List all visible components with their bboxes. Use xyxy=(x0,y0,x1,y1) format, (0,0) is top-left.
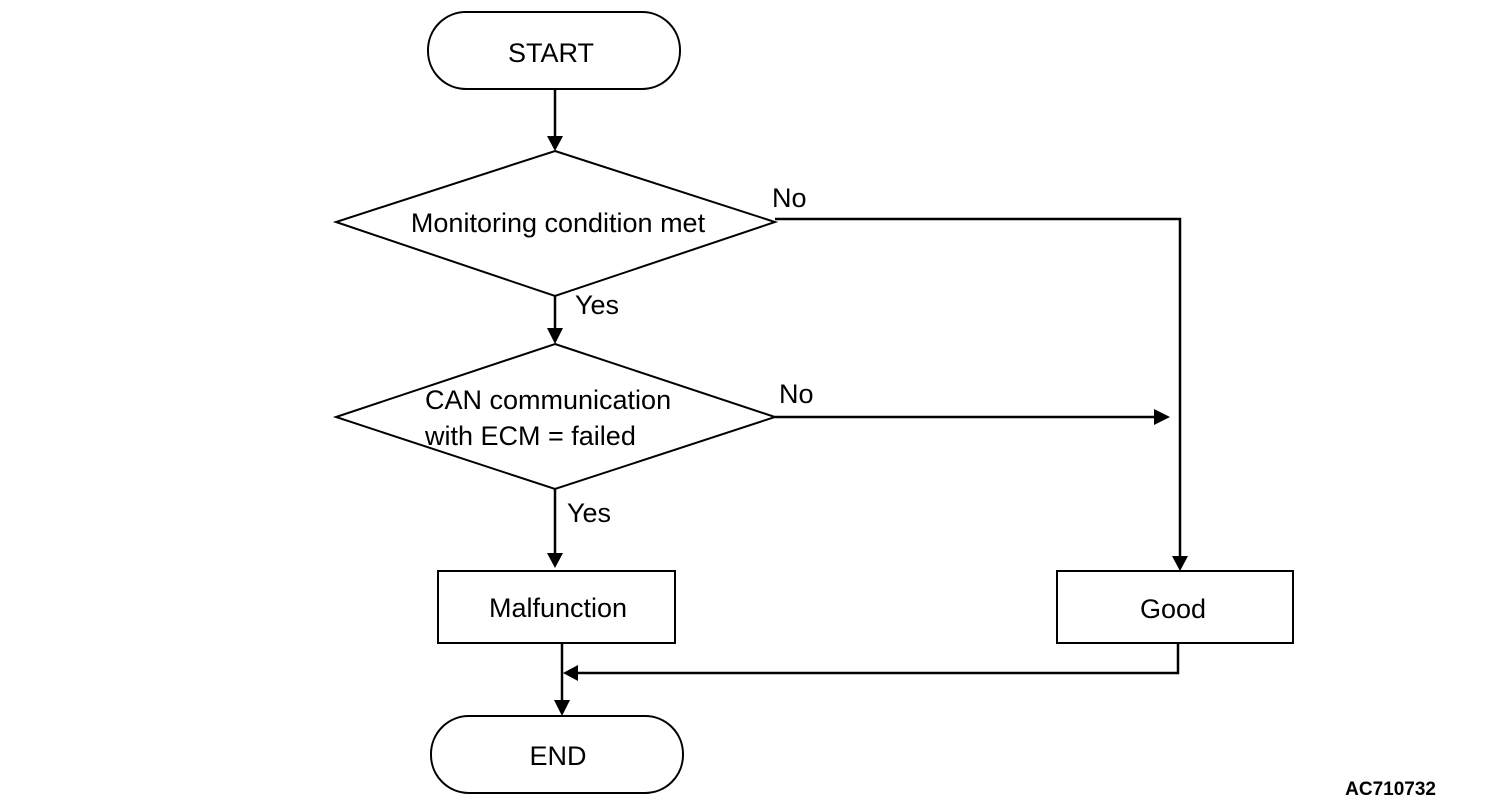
start-label: START xyxy=(508,38,594,68)
good-label: Good xyxy=(1140,594,1206,624)
decision2-label-line2: with ECM = failed xyxy=(424,421,636,451)
edge-decision1-no-to-good xyxy=(775,217,1182,556)
decision2-yes-label: Yes xyxy=(567,498,611,528)
arrowhead-to-end xyxy=(554,700,570,716)
arrowhead-decision1-yes xyxy=(547,328,563,344)
decision2-no-label: No xyxy=(779,379,814,409)
decision1-label: Monitoring condition met xyxy=(411,208,706,238)
arrowhead-decision2-no xyxy=(1154,409,1170,425)
decision1-yes-label: Yes xyxy=(575,290,619,320)
decision-can-communication: CAN communication with ECM = failed xyxy=(332,342,779,491)
decision1-no-label: No xyxy=(772,183,807,213)
end-label: END xyxy=(529,741,586,771)
end-terminal: END xyxy=(430,715,684,794)
malfunction-label: Malfunction xyxy=(489,593,627,623)
decision-monitoring-condition: Monitoring condition met xyxy=(332,149,779,298)
edge-good-to-merge xyxy=(577,643,1180,675)
figure-code: AC710732 xyxy=(1345,779,1436,800)
good-box: Good xyxy=(1056,570,1294,644)
arrowhead-start-decision1 xyxy=(547,136,563,151)
malfunction-box: Malfunction xyxy=(437,570,676,644)
decision2-label-line1: CAN communication xyxy=(425,385,671,415)
arrowhead-good-merge xyxy=(563,665,578,681)
start-terminal: START xyxy=(427,11,681,90)
arrowhead-decision2-yes xyxy=(547,553,563,568)
arrowhead-decision1-no xyxy=(1172,556,1188,571)
